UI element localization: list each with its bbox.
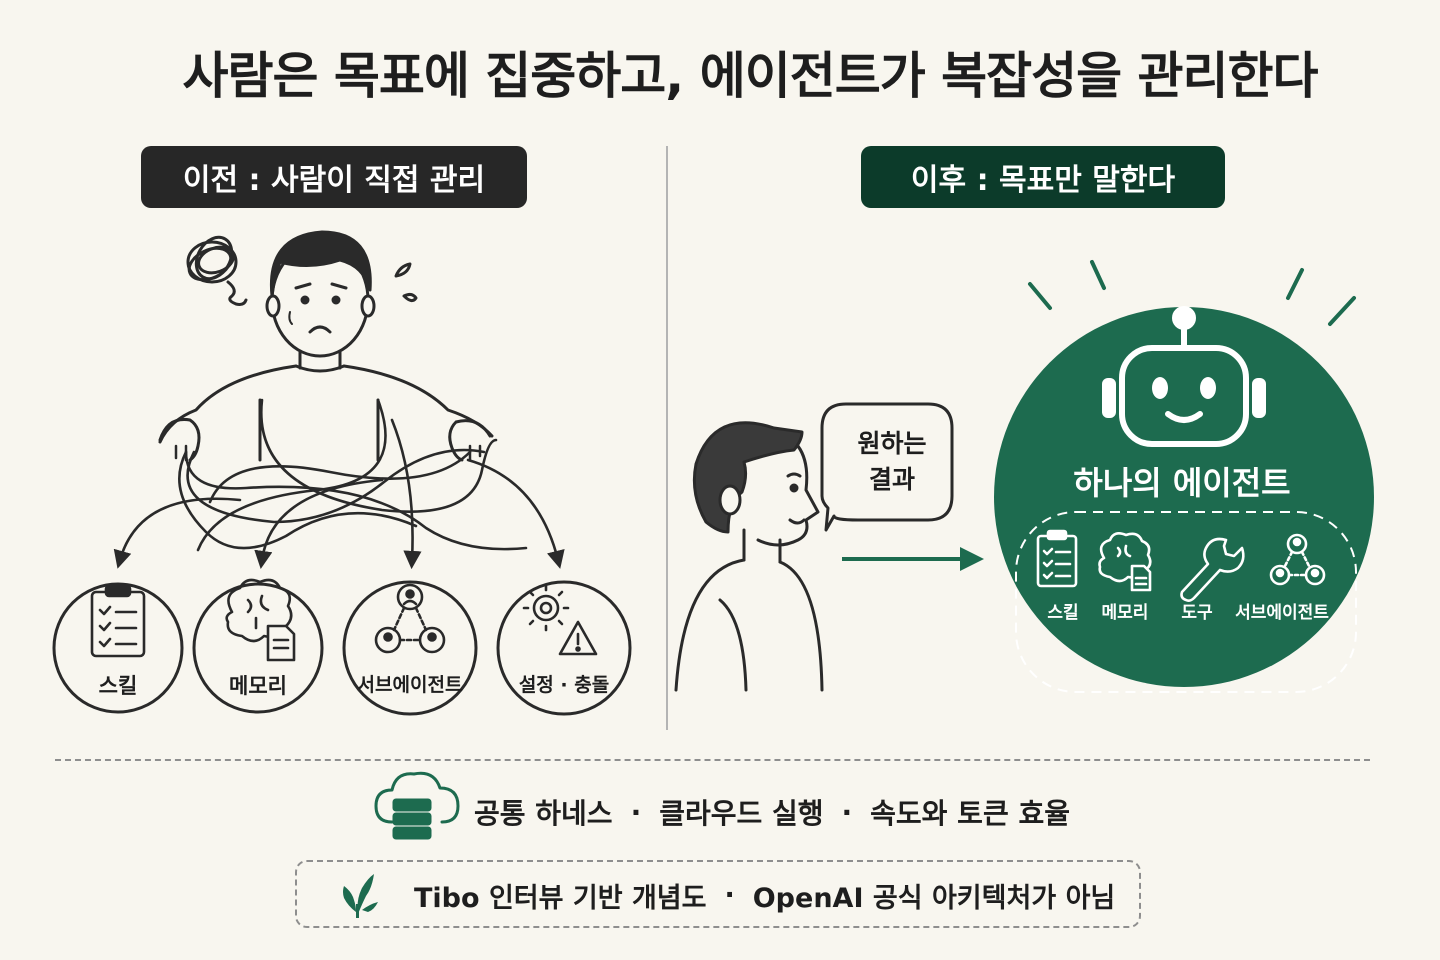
page-title: 사람은 목표에 집중하고, 에이전트가 복잡성을 관리한다 xyxy=(182,47,1318,105)
feature-separator: · xyxy=(630,795,642,829)
speech-bubble xyxy=(820,402,954,532)
agent-circle xyxy=(994,307,1374,687)
stress-scribble-icon xyxy=(186,235,248,306)
feature-separator: · xyxy=(841,795,853,829)
center-divider xyxy=(666,146,668,730)
calm-person-figure xyxy=(674,421,824,692)
agent-capabilities-frame xyxy=(1015,511,1357,693)
agent-item-subagent: 서브에이전트 xyxy=(1235,603,1329,623)
speech-line-1: 원하는 xyxy=(857,429,927,458)
brain-document-icon xyxy=(225,578,296,662)
footer-note-source: Tibo 인터뷰 기반 개념도 xyxy=(414,883,707,914)
agent-item-skill: 스킬 xyxy=(1047,603,1079,623)
section-divider xyxy=(55,759,1370,761)
feature-cloud-execution: 클라우드 실행 xyxy=(659,797,824,830)
robot-icon xyxy=(1102,306,1266,447)
subagent-network-icon xyxy=(374,583,446,654)
brain-document-icon xyxy=(1098,532,1152,592)
after-label: 이후 : 목표만 말한다 xyxy=(861,146,1225,208)
leaf-icon xyxy=(343,874,378,918)
node-label-settings-conflict: 설정 · 충돌 xyxy=(518,674,610,696)
speech-line-2: 결과 xyxy=(868,465,915,494)
agent-title: 하나의 에이전트 xyxy=(1073,464,1291,502)
subagent-network-icon xyxy=(1269,533,1326,586)
feature-speed-token: 속도와 토큰 효율 xyxy=(870,797,1070,830)
node-label-memory: 메모리 xyxy=(229,674,287,698)
node-subagent xyxy=(342,580,478,716)
before-label: 이전 : 사람이 직접 관리 xyxy=(141,146,527,208)
gear-warning-icon xyxy=(522,584,598,656)
node-label-subagent: 서브에이전트 xyxy=(357,674,463,696)
sweat-drop-icon xyxy=(402,292,418,303)
agent-sparkles xyxy=(1028,260,1356,326)
cloud-server-icon xyxy=(374,771,460,840)
stressed-person-figure xyxy=(158,230,494,462)
speech-bubble-text: 원하는 결과 xyxy=(832,404,952,520)
node-skill xyxy=(52,582,184,714)
node-label-skill: 스킬 xyxy=(98,674,138,698)
clipboard-checklist-icon xyxy=(1036,529,1078,588)
agent-item-memory: 메모리 xyxy=(1101,603,1149,623)
tangled-strings xyxy=(113,398,565,570)
footer-note-disclaimer: OpenAI 공식 아키텍처가 아님 xyxy=(752,883,1116,914)
wrench-icon xyxy=(1180,537,1245,602)
footer-note: Tibo 인터뷰 기반 개념도 · OpenAI 공식 아키텍처가 아님 xyxy=(414,876,1115,915)
footer-note-box xyxy=(295,860,1141,928)
footer-separator: · xyxy=(724,880,735,911)
sweat-drop-icon xyxy=(394,262,412,278)
feature-line: 공통 하네스 · 클라우드 실행 · 속도와 토큰 효율 xyxy=(474,792,1070,832)
feature-common-harness: 공통 하네스 xyxy=(474,797,613,830)
agent-item-tool: 도구 xyxy=(1181,603,1213,623)
clipboard-checklist-icon xyxy=(90,584,146,658)
